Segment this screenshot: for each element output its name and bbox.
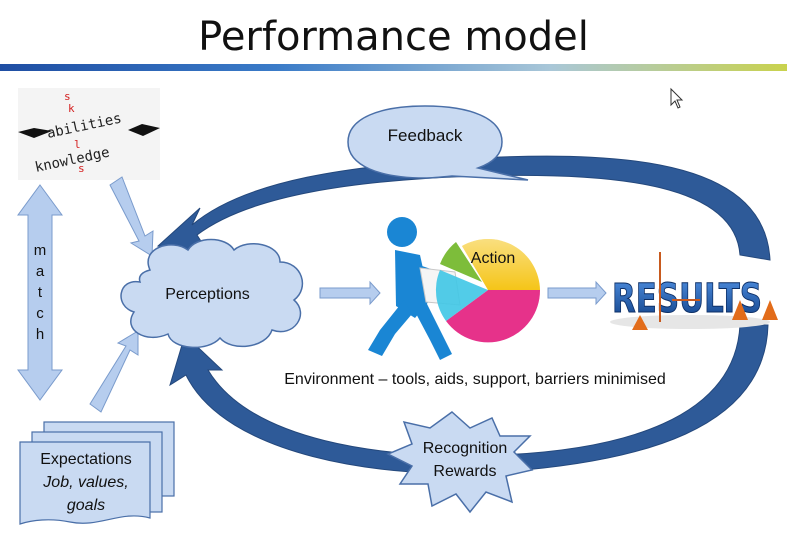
top-loop-arrow [156, 155, 771, 261]
match-letter: c [36, 305, 44, 322]
expectations-detail-line: Job, values, [43, 474, 129, 491]
match-letter: t [37, 284, 43, 301]
feedback-callout [347, 105, 529, 181]
expectations-detail-line: goals [66, 497, 106, 514]
expectations-documents [19, 421, 175, 525]
bottom-loop-arrow [169, 324, 769, 474]
title-underline [0, 64, 787, 71]
match-double-arrow [17, 184, 63, 401]
skills-image: abilities knowledge s k l s [18, 88, 160, 180]
recognition-label: Recognition Rewards [400, 437, 530, 483]
action-label: Action [470, 250, 516, 267]
feedback-label: Feedback [387, 126, 463, 145]
skills-word-l: l [74, 138, 81, 151]
rewards-line: Rewards [433, 463, 497, 480]
action-pie [435, 239, 541, 343]
perceptions-label: Perceptions [165, 286, 250, 303]
recognition-starburst [386, 411, 534, 514]
perceptions-cloud [120, 238, 304, 349]
perceptions-to-action-arrow [319, 280, 381, 306]
expectations-line: Expectations [40, 451, 132, 468]
expectations-label: Expectations Job, values, goals [22, 448, 150, 517]
match-letter: m [33, 242, 47, 259]
results-graphic: RESULTS [610, 252, 778, 330]
page-title: Performance model [198, 14, 589, 60]
match-letter: a [35, 263, 45, 280]
skills-to-perceptions-arrow [109, 176, 154, 257]
recognition-line: Recognition [422, 440, 508, 457]
skills-word-s: s [64, 90, 71, 103]
match-label: m a t c h [33, 240, 47, 345]
environment-label: Environment – tools, aids, support, barr… [284, 371, 666, 388]
action-to-results-arrow [547, 280, 607, 306]
skills-word-k: k [68, 102, 75, 115]
expectations-to-perceptions-arrow [89, 330, 139, 413]
match-letter: h [35, 326, 45, 343]
mouse-cursor-icon [670, 87, 684, 109]
skills-word-s2: s [78, 162, 85, 175]
